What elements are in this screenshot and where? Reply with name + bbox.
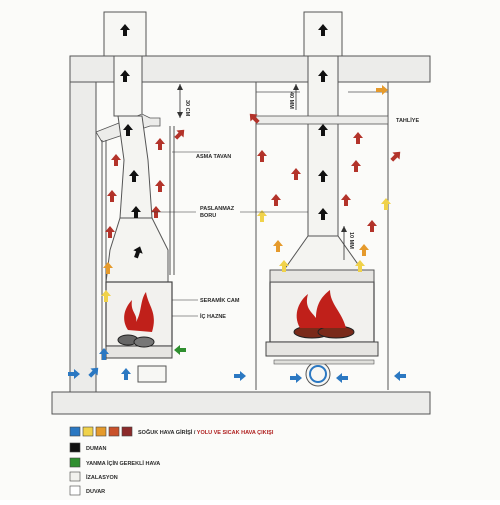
legend-swatch-smoke [69,442,81,453]
legend: SOĞUK HAVA GİRİŞİ / YOLU VE SICAK HAVA Ç… [69,426,274,496]
dim-30cm-label: 30 CM [184,100,190,117]
right-suspended-ceiling [255,115,389,125]
legend-smoke-text: DUMAN [86,446,106,452]
legend-swatch-warm [82,426,94,437]
left-firebox-base [105,345,173,359]
right-fireplace [255,11,389,390]
legend-swatch-cold [69,426,81,437]
legend-swatch-orange [95,426,107,437]
legend-row-air: SOĞUK HAVA GİRİŞİ / YOLU VE SICAK HAVA Ç… [69,426,274,437]
legend-insulation-text: İZALASYON [86,474,118,481]
legend-air-text: SOĞUK HAVA GİRİŞİ / YOLU VE SICAK HAVA Ç… [138,428,274,436]
floor-slab [51,391,431,415]
legend-swatch-wall [69,485,81,496]
seramik-cam-label: SERAMİK CAM [200,297,240,304]
legend-swatch-insulation [69,471,81,482]
left-firebox [105,281,173,347]
left-vent [137,365,167,383]
legend-wall-text: DUVAR [86,489,105,495]
legend-swatch-combustion [69,457,81,468]
legend-swatch-darkred [121,426,133,437]
legend-row-wall: DUVAR [69,485,105,496]
legend-swatch-red [108,426,120,437]
dim-40mm-label: 40 MM [288,92,294,109]
legend-row-smoke: DUMAN [69,442,106,453]
left-wall [69,81,97,393]
legend-combustion-text: YANMA İÇİN GEREKLİ HAVA [86,460,160,467]
ic-hazne-label: İÇ HAZNE [200,313,226,320]
legend-row-combustion: YANMA İÇİN GEREKLİ HAVA [69,457,160,468]
right-stainless-pipe [307,55,339,237]
left-duct [113,55,143,117]
dim-10mm-label: 10 MM [348,232,354,249]
left-flame-icon [124,292,154,332]
legend-row-insulation: İZALASYON [69,471,118,482]
left-stainless-pipe [117,115,153,219]
combustion-air-arrows [174,345,186,355]
right-flame-icon [296,290,346,328]
tahliye-label: TAHLİYE [396,117,419,124]
asma-tavan-label: ASMA TAVAN [196,154,231,160]
